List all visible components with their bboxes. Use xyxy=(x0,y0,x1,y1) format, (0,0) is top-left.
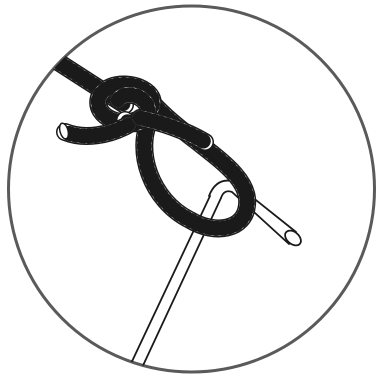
knot-illustration xyxy=(0,0,383,378)
knot-drawing xyxy=(0,0,383,378)
